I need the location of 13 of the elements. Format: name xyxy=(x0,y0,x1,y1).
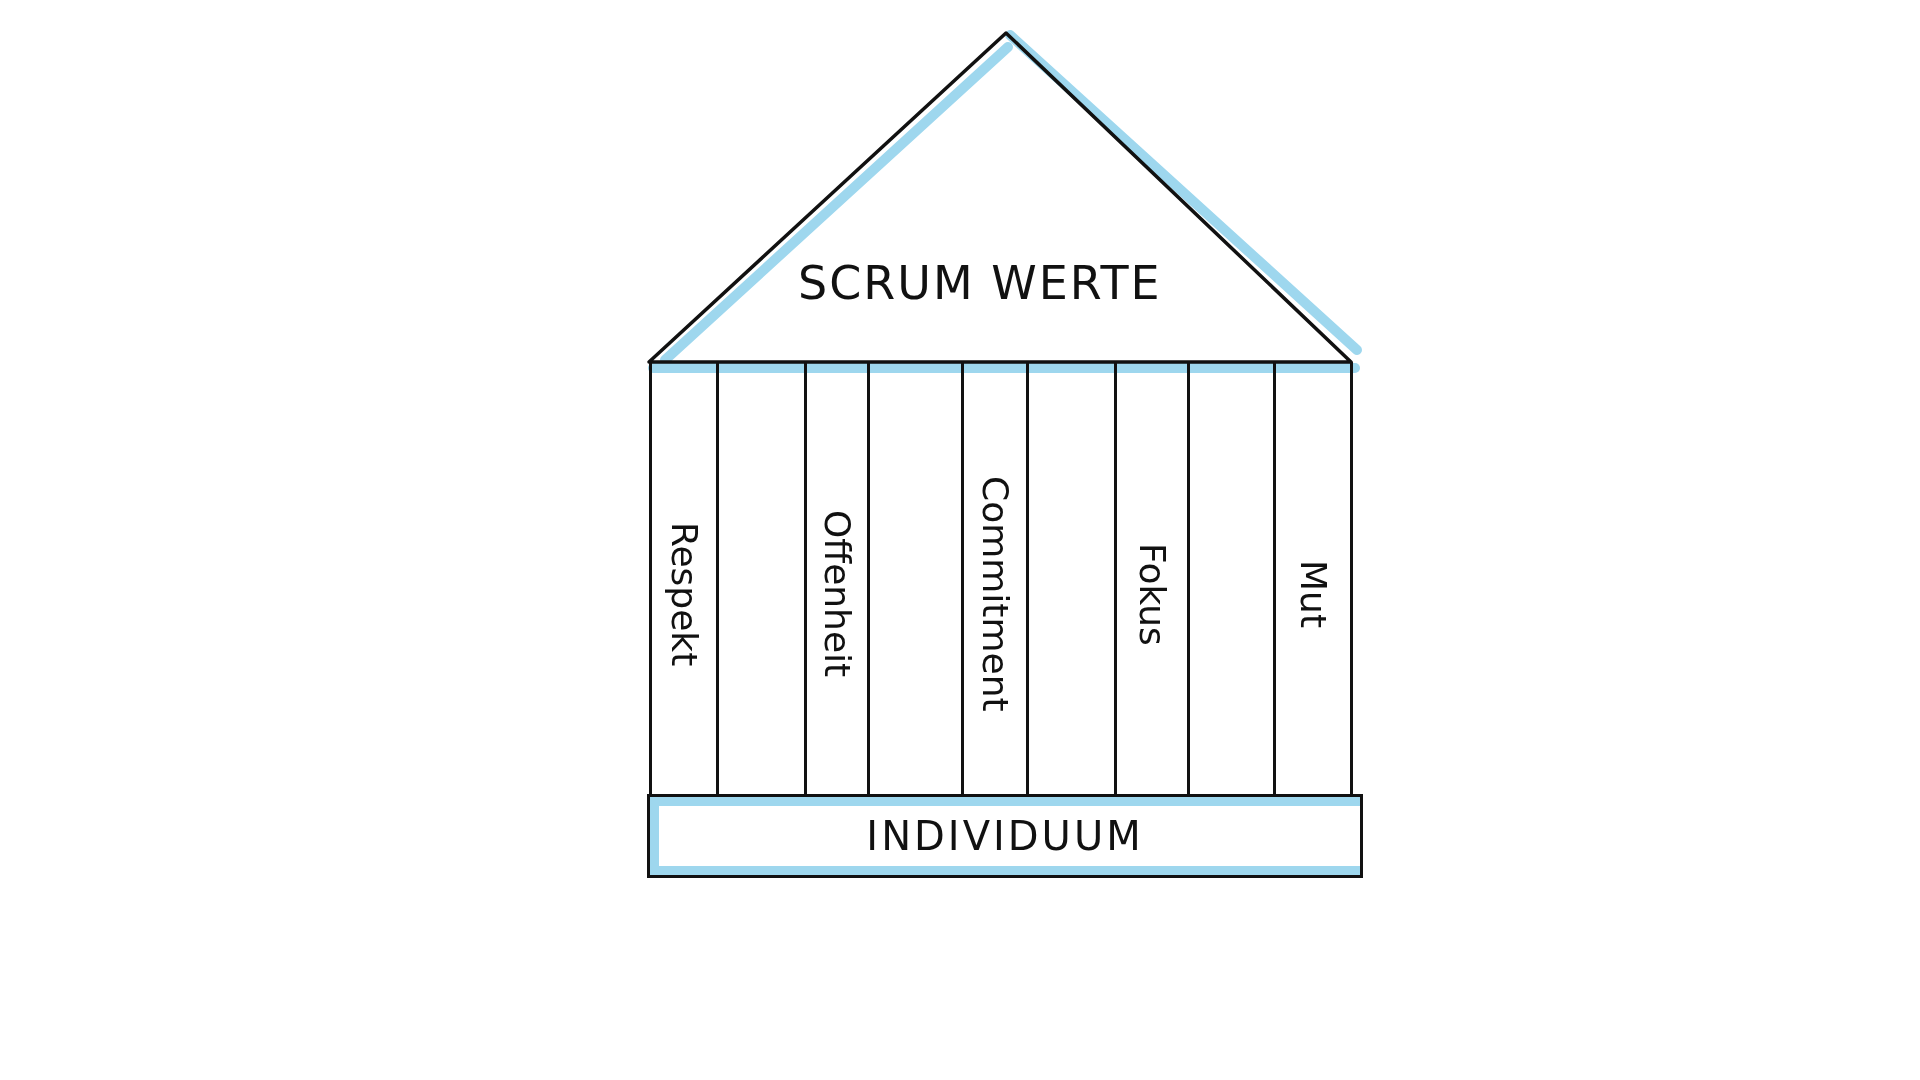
base-slab xyxy=(647,794,1363,878)
roof-label: SCRUM WERTE xyxy=(798,260,1162,306)
pillar xyxy=(1273,362,1353,796)
pillar xyxy=(1114,362,1190,796)
pillar xyxy=(804,362,870,796)
pillar-label: Commitment xyxy=(977,476,1013,712)
pillar-label: Fokus xyxy=(1134,542,1170,646)
base-label: INDIVIDUUM xyxy=(866,816,1144,856)
pillar xyxy=(961,362,1029,796)
pillar xyxy=(649,362,719,796)
pillar-label: Mut xyxy=(1295,560,1331,628)
pillar-label: Respekt xyxy=(666,521,702,667)
pillar-label: Offenheit xyxy=(819,510,855,678)
